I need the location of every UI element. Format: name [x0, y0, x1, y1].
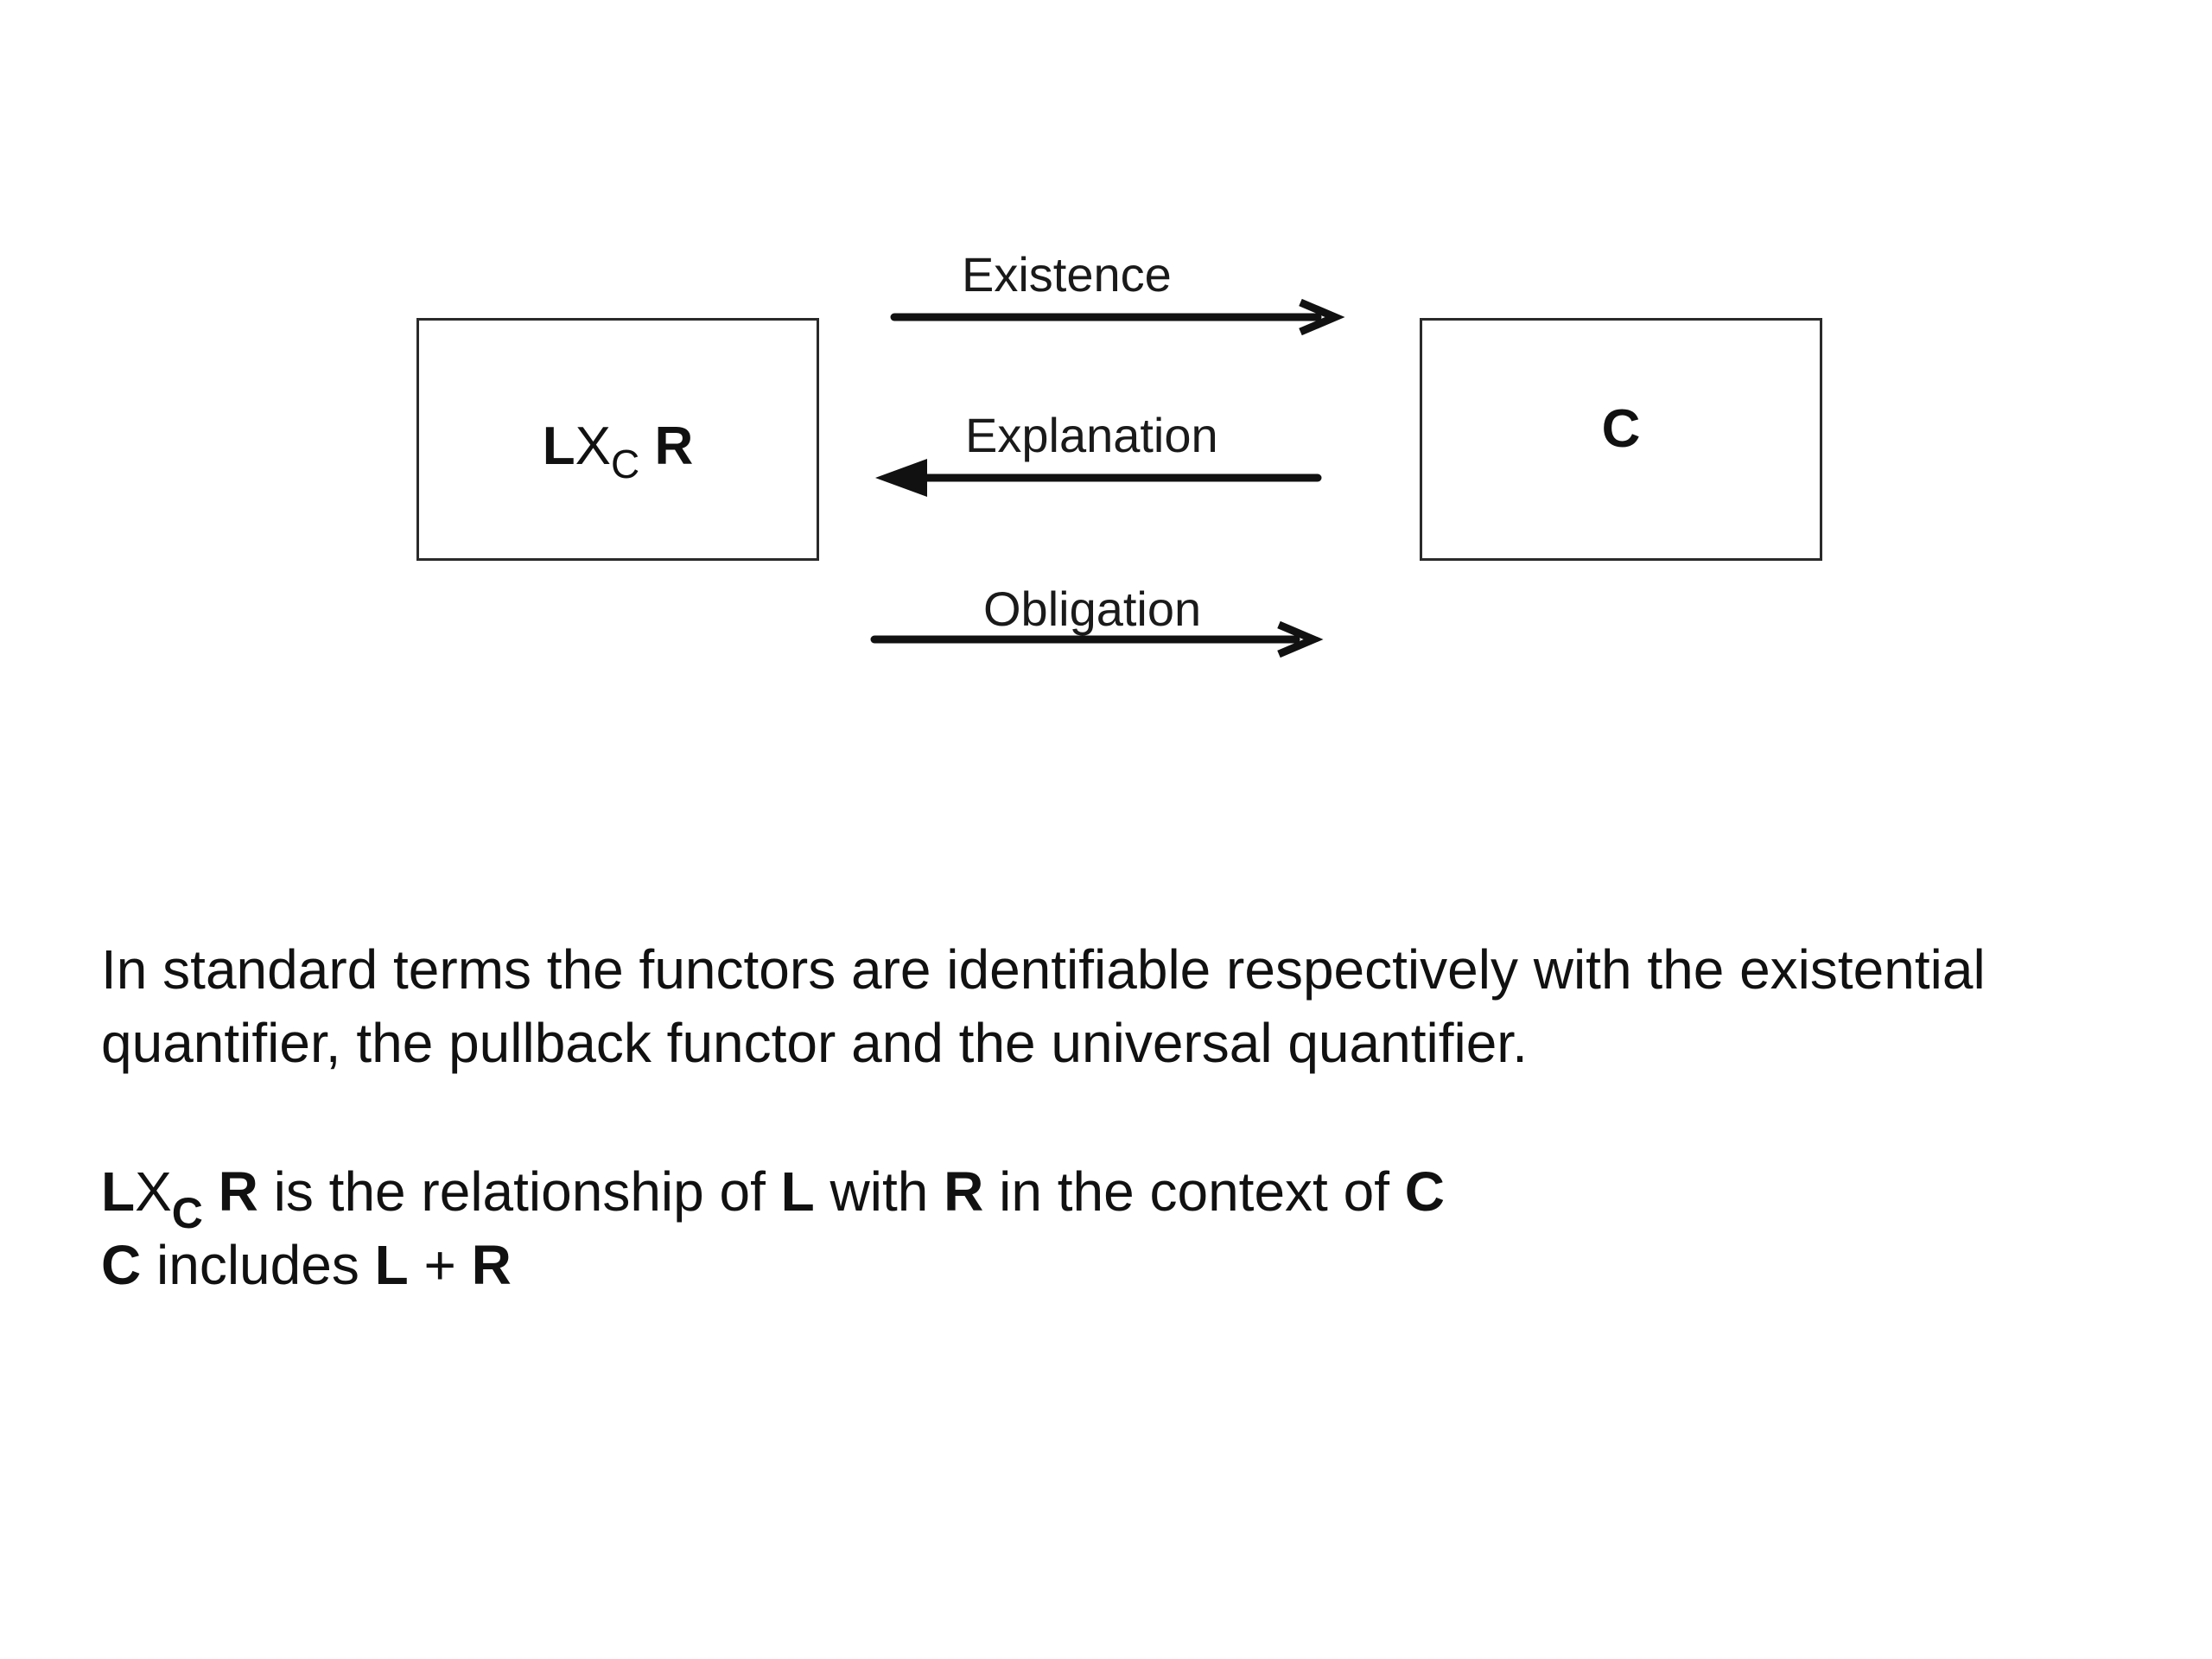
explanation-label: Explanation [965, 408, 1218, 462]
inc-part1: includes [141, 1234, 375, 1296]
rel-l: L [101, 1160, 136, 1223]
rel-r: R [218, 1160, 258, 1223]
rel-part2: with [814, 1160, 944, 1223]
inc-r: R [471, 1234, 512, 1296]
left-box-l: L [542, 416, 575, 476]
rel-x: X [135, 1160, 172, 1223]
inc-c: C [101, 1234, 142, 1296]
explanation-arrow [875, 459, 1322, 497]
rel-part3: in the context of [983, 1160, 1405, 1223]
rel-c: C [1404, 1160, 1445, 1223]
relationship-line: LXC R is the relationship of L with R in… [101, 1155, 1445, 1237]
existence-label: Existence [962, 247, 1172, 302]
right-box-label: C [1601, 399, 1641, 459]
left-box-label: LXC R [419, 420, 817, 485]
rel-r2: R [944, 1160, 984, 1223]
rel-l2: L [780, 1160, 815, 1223]
obligation-label: Obligation [983, 582, 1202, 636]
left-box-x: X [575, 416, 611, 476]
obligation-arrow [870, 620, 1324, 658]
explanation-paragraph: In standard terms the functors are ident… [101, 933, 1986, 1080]
includes-line: C includes L + R [101, 1229, 512, 1302]
left-box-r: R [654, 416, 694, 476]
left-box: LXC R [416, 318, 819, 561]
inc-plus: + [408, 1234, 472, 1296]
left-box-subscript: C [610, 442, 640, 486]
rel-part1: is the relationship of [257, 1160, 781, 1223]
existence-arrow [890, 298, 1345, 336]
paragraph-line-2: quantifier, the pullback functor and the… [101, 1012, 1528, 1074]
inc-l: L [374, 1234, 409, 1296]
rel-subscript: C [171, 1189, 203, 1237]
right-box: C [1420, 318, 1822, 561]
paragraph-line-1: In standard terms the functors are ident… [101, 938, 1986, 1001]
